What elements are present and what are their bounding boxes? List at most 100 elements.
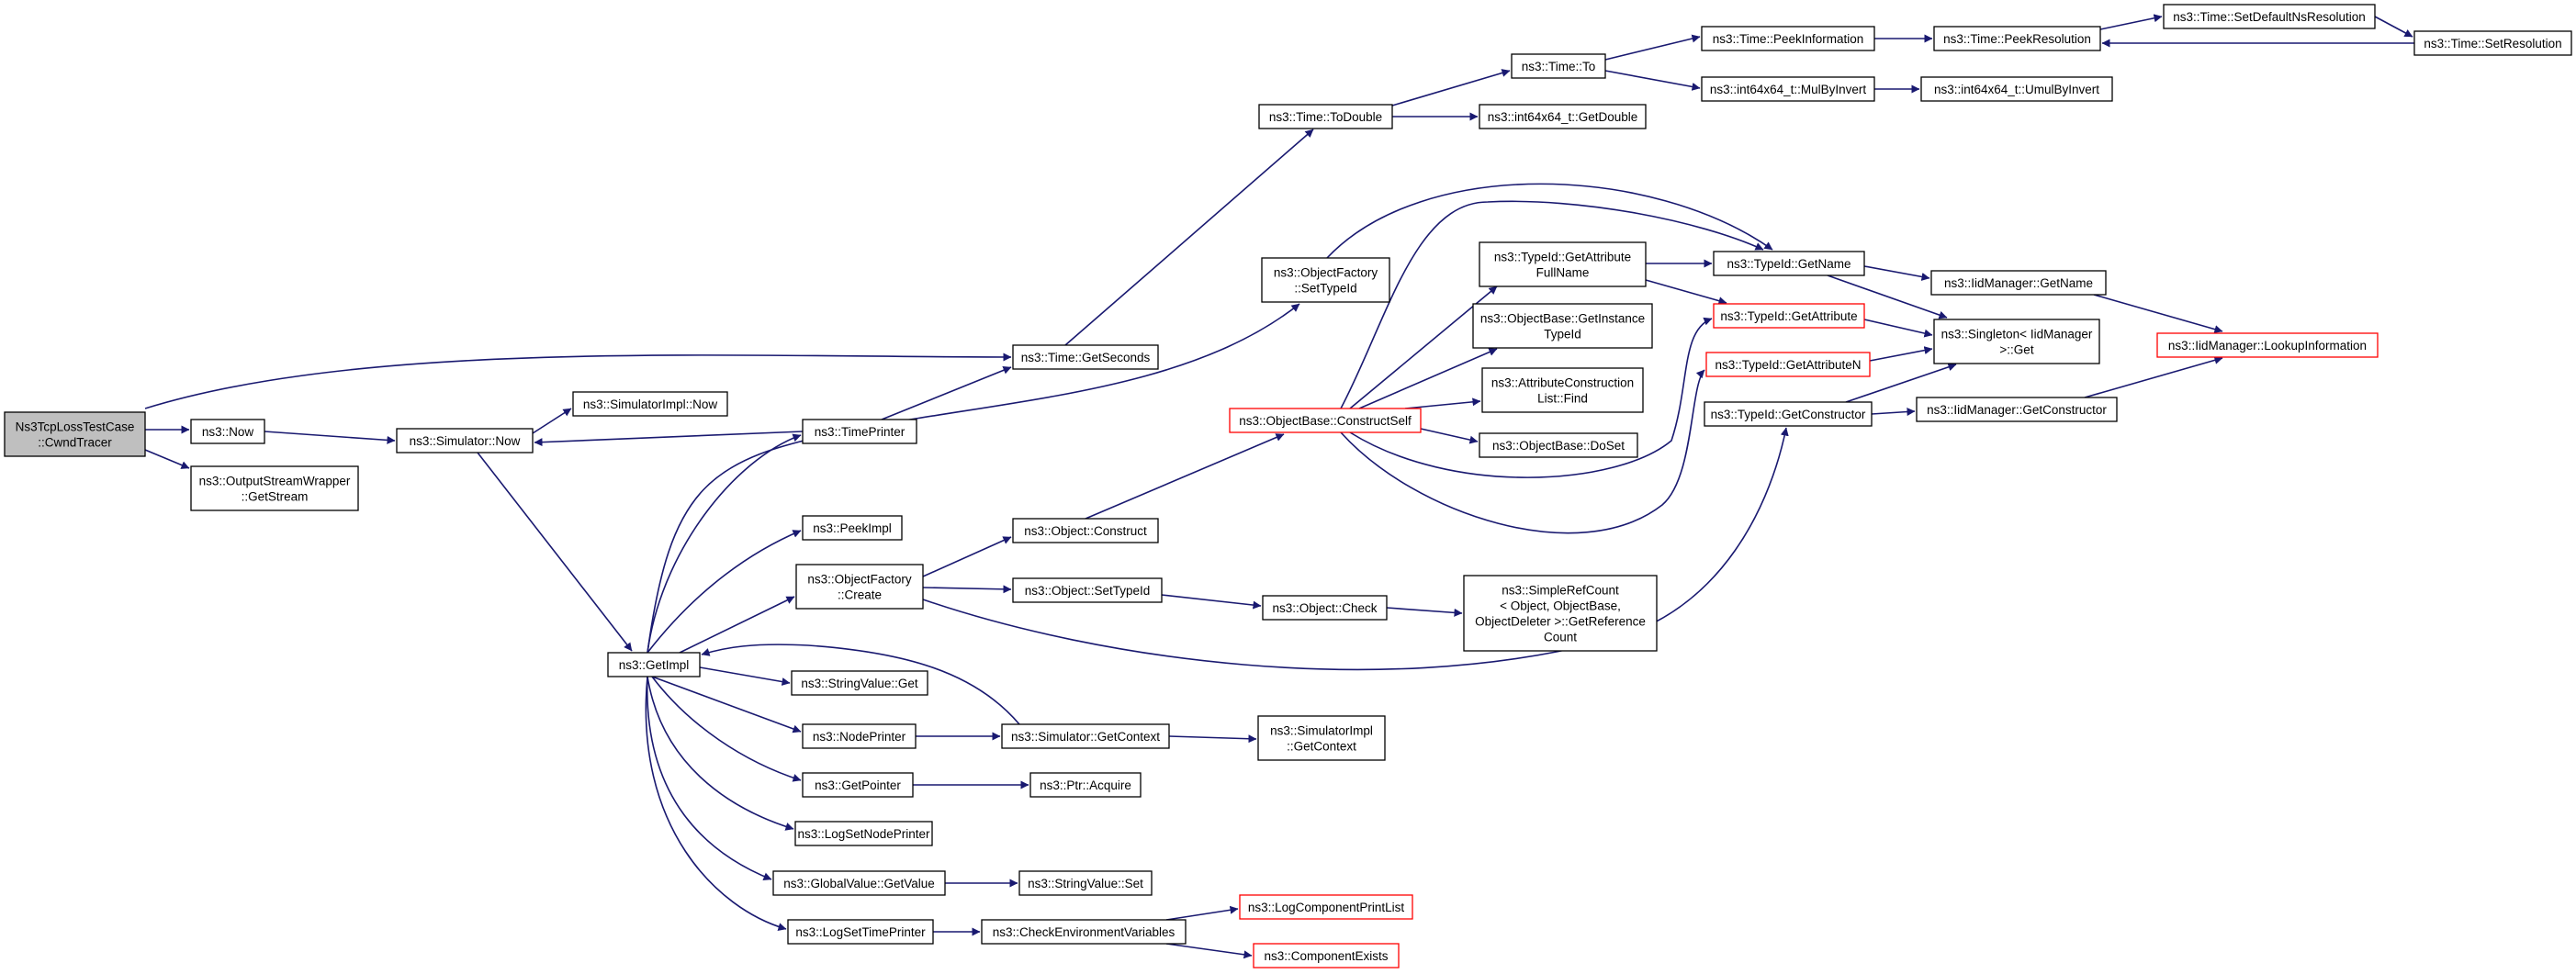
node-cwnd-tracer[interactable]: Ns3TcpLossTestCase::CwndTracer	[4, 411, 146, 457]
function-nodes: Ns3TcpLossTestCase::CwndTracerns3::Nowns…	[4, 4, 2572, 968]
node-peek-res[interactable]: ns3::Time::PeekResolution	[1933, 26, 2101, 51]
node-typeid-getname[interactable]: ns3::TypeId::GetName	[1713, 251, 1865, 276]
node-label: ::CwndTracer	[38, 436, 112, 450]
node-box	[1229, 408, 1422, 433]
node-label: ns3::int64x64_t::MulByInvert	[1710, 83, 1867, 96]
node-simimpl-now[interactable]: ns3::SimulatorImpl::Now	[572, 391, 728, 417]
node-label: ns3::Simulator::Now	[410, 434, 521, 448]
node-logsettimeprinter[interactable]: ns3::LogSetTimePrinter	[787, 919, 934, 945]
node-peekimpl[interactable]: ns3::PeekImpl	[802, 515, 903, 541]
node-box	[1479, 241, 1647, 287]
node-box	[190, 419, 265, 444]
node-peek-info[interactable]: ns3::Time::PeekInformation	[1701, 26, 1875, 51]
node-label: ObjectDeleter >::GetReference	[1475, 615, 1646, 629]
node-box	[1258, 104, 1393, 129]
node-box	[1916, 397, 2118, 422]
node-to-double[interactable]: ns3::Time::ToDouble	[1258, 104, 1393, 129]
node-singleton-get[interactable]: ns3::Singleton< IidManager>::Get	[1933, 319, 2100, 364]
edge-getimpl-to-peekimpl	[647, 530, 802, 654]
node-set-default-ns[interactable]: ns3::Time::SetDefaultNsResolution	[2163, 4, 2376, 29]
node-box	[1933, 26, 2101, 51]
node-label: List::Find	[1537, 392, 1588, 406]
node-label: ns3::IidManager::LookupInformation	[2168, 339, 2367, 353]
node-label: ns3::TypeId::GetConstructor	[1711, 408, 1866, 421]
node-label: ns3::ObjectBase::GetInstance	[1480, 312, 1645, 326]
node-box	[1472, 303, 1653, 349]
node-sim-now[interactable]: ns3::Simulator::Now	[396, 428, 534, 453]
node-sim-getcontext[interactable]: ns3::Simulator::GetContext	[1001, 723, 1170, 749]
node-time-to[interactable]: ns3::Time::To	[1511, 53, 1606, 79]
node-logsetnodeprinter[interactable]: ns3::LogSetNodePrinter	[794, 821, 933, 846]
node-ptr-acquire[interactable]: ns3::Ptr::Acquire	[1029, 772, 1142, 798]
node-node-printer[interactable]: ns3::NodePrinter	[802, 723, 917, 749]
edge-to_double-to-time_to	[1391, 69, 1511, 106]
edge-of_create-to-obj_construct	[922, 536, 1012, 577]
node-box	[2413, 30, 2572, 56]
edge-ob_constructself-to-typeid_getattributen	[1340, 369, 1705, 534]
node-of-create[interactable]: ns3::ObjectFactory::Create	[795, 564, 924, 610]
node-label: ns3::LogSetTimePrinter	[795, 925, 926, 939]
node-box	[791, 670, 928, 696]
node-typeid-getconstructor[interactable]: ns3::TypeId::GetConstructor	[1704, 401, 1873, 427]
node-label: ns3::StringValue::Set	[1028, 877, 1143, 890]
node-label: ns3::Time::SetDefaultNsResolution	[2173, 10, 2366, 24]
node-ob-doset[interactable]: ns3::ObjectBase::DoSet	[1479, 432, 1638, 458]
node-int64-getdouble[interactable]: ns3::int64x64_t::GetDouble	[1479, 104, 1647, 129]
node-label: ::GetStream	[242, 490, 309, 504]
node-getpointer[interactable]: ns3::GetPointer	[802, 772, 914, 798]
edge-now-to-sim_now	[264, 431, 396, 444]
node-iid-getconstructor[interactable]: ns3::IidManager::GetConstructor	[1916, 397, 2118, 422]
node-label: ns3::ObjectFactory	[1274, 266, 1378, 280]
node-box	[795, 564, 924, 610]
node-ob-constructself[interactable]: ns3::ObjectBase::ConstructSelf	[1229, 408, 1422, 433]
node-box	[802, 772, 914, 798]
node-set-res[interactable]: ns3::Time::SetResolution	[2413, 30, 2572, 56]
node-stringvalue-set[interactable]: ns3::StringValue::Set	[1018, 870, 1153, 896]
node-label: ns3::Object::Construct	[1024, 524, 1147, 538]
node-obj-check[interactable]: ns3::Object::Check	[1262, 595, 1388, 621]
node-box	[2163, 4, 2376, 29]
node-umulbyinvert[interactable]: ns3::int64x64_t::UmulByInvert	[1920, 76, 2113, 102]
node-label: ns3::Time::SetResolution	[2424, 37, 2561, 50]
edge-ob_constructself-to-acl_find	[1404, 397, 1481, 409]
node-box	[1012, 518, 1159, 543]
node-label: ns3::TypeId::GetAttribute	[1494, 251, 1631, 264]
node-stringvalue-get[interactable]: ns3::StringValue::Get	[791, 670, 928, 696]
node-mulbyinvert[interactable]: ns3::int64x64_t::MulByInvert	[1701, 76, 1875, 102]
node-box	[787, 919, 934, 945]
node-time-printer[interactable]: ns3::TimePrinter	[802, 419, 917, 444]
edge-of_create-to-typeid_getconstructor	[922, 427, 1789, 671]
node-simple-refcount[interactable]: ns3::SimpleRefCount< Object, ObjectBase,…	[1463, 575, 1658, 652]
node-of-settypeid[interactable]: ns3::ObjectFactory::SetTypeId	[1261, 257, 1390, 303]
node-osw-getstream[interactable]: ns3::OutputStreamWrapper::GetStream	[190, 465, 359, 511]
node-box	[1012, 344, 1159, 370]
node-gv-getvalue[interactable]: ns3::GlobalValue::GetValue	[772, 870, 946, 896]
edge-iid_getconstructor-to-iid_lookup	[2084, 356, 2223, 398]
node-getimpl[interactable]: ns3::GetImpl	[607, 652, 701, 677]
node-iid-lookup[interactable]: ns3::IidManager::LookupInformation	[2156, 332, 2379, 358]
node-now[interactable]: ns3::Now	[190, 419, 265, 444]
node-get-seconds[interactable]: ns3::Time::GetSeconds	[1012, 344, 1159, 370]
node-logcompprintlist[interactable]: ns3::LogComponentPrintList	[1239, 894, 1413, 920]
node-typeid-getattributen[interactable]: ns3::TypeId::GetAttributeN	[1705, 352, 1871, 377]
node-obj-construct[interactable]: ns3::Object::Construct	[1012, 518, 1159, 543]
node-iid-getname[interactable]: ns3::IidManager::GetName	[1930, 270, 2107, 296]
node-check-env[interactable]: ns3::CheckEnvironmentVariables	[981, 919, 1187, 945]
node-compexists[interactable]: ns3::ComponentExists	[1253, 943, 1400, 968]
node-label: ns3::IidManager::GetConstructor	[1927, 403, 2107, 417]
node-box	[396, 428, 534, 453]
edge-typeid_getattributen-to-singleton_get	[1869, 346, 1933, 362]
node-obj-settypeid[interactable]: ns3::Object::SetTypeId	[1012, 577, 1163, 603]
node-box	[1463, 575, 1658, 652]
node-box	[1012, 577, 1163, 603]
node-label: ns3::Time::GetSeconds	[1021, 351, 1151, 364]
node-typeid-getattribute[interactable]: ns3::TypeId::GetAttribute	[1713, 303, 1865, 329]
node-label: >::Get	[1999, 343, 2033, 357]
node-simimpl-getcontext[interactable]: ns3::SimulatorImpl::GetContext	[1257, 715, 1386, 761]
node-label: ns3::ObjectFactory	[807, 573, 912, 587]
edge-typeid_getname-to-iid_getname	[1863, 265, 1930, 281]
node-box	[1001, 723, 1170, 749]
